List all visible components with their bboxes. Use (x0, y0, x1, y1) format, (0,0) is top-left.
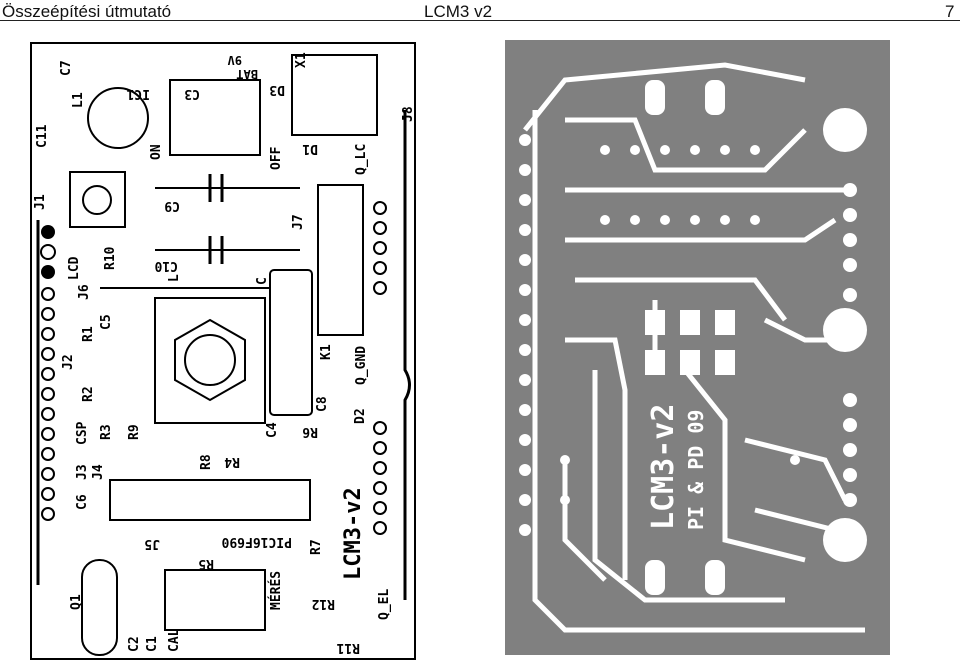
copper-author-line: PI & PD 09 (684, 410, 708, 530)
label-J4: J4 (91, 464, 106, 480)
label-X1: X1 (294, 52, 309, 68)
pot-r10 (69, 171, 126, 228)
label-R1: R1 (81, 326, 96, 342)
label-LCM3-v2: LCM3-v2 (341, 487, 366, 580)
label-LCD: LCD (67, 256, 82, 280)
label-C1: C1 (145, 636, 160, 652)
label-C7: C7 (59, 60, 74, 76)
label-R11: R11 (336, 640, 360, 655)
label-C: C (255, 277, 270, 285)
label-J1: J1 (33, 194, 48, 210)
cal-box (164, 569, 266, 631)
copper-title: LCM3-v2 (646, 404, 681, 530)
label-J6: J6 (77, 284, 92, 300)
label-C9: C9 (164, 198, 180, 213)
label-R7: R7 (309, 539, 324, 555)
small-holes (560, 145, 800, 505)
label-R5: R5 (198, 556, 214, 571)
x1-box (291, 54, 378, 136)
inductor-l1 (87, 87, 149, 149)
label-D1: D1 (302, 141, 318, 156)
page-header: Összeépítési útmutató LCM3 v2 7 (0, 0, 960, 24)
label-CAL: CAL (167, 628, 182, 652)
label-Q_LC: Q_LC (354, 144, 369, 175)
label-J7: J7 (291, 214, 306, 230)
label-R10: R10 (103, 246, 118, 270)
label-9V: 9V (228, 53, 242, 67)
header-subtitle: LCM3 v2 (424, 2, 493, 21)
label-R3: R3 (99, 424, 114, 440)
crystal-q1 (81, 559, 118, 656)
label-IC1: IC1 (126, 86, 150, 101)
header-rule (0, 20, 960, 21)
label-C8: C8 (315, 396, 330, 412)
label-C6: C6 (75, 494, 90, 510)
board-outline (30, 42, 416, 660)
traces (523, 62, 865, 633)
label-J3: J3 (75, 464, 90, 480)
label-Q1: Q1 (69, 594, 84, 610)
cap-c8 (269, 269, 313, 416)
label-BAT: BAT (236, 67, 258, 81)
label-R2: R2 (81, 386, 96, 402)
label-CSP: CSP (75, 421, 90, 445)
pin-header-right (373, 201, 387, 535)
board-background (505, 40, 890, 655)
label-Q_GND: Q_GND (354, 346, 369, 385)
label-J8: J8 (401, 106, 416, 122)
copper-layout-figure: LCM3-v2 PI & PD 09 (505, 40, 890, 655)
label-C3: C3 (184, 86, 200, 101)
ic-pic (109, 479, 311, 521)
label-L1: L1 (71, 92, 86, 108)
relay-k1 (317, 184, 364, 336)
label-R4: R4 (224, 454, 240, 469)
label-Q_EL: Q_EL (377, 589, 392, 620)
label-D3: D3 (269, 82, 285, 97)
coil-l (154, 297, 266, 424)
label-PIC16F690: PIC16F690 (221, 534, 292, 549)
label-OFF: OFF (269, 146, 284, 170)
label-C2: C2 (127, 636, 142, 652)
label-L: L (167, 274, 182, 282)
label-C5: C5 (99, 314, 114, 330)
pin-header-left (36, 220, 56, 585)
header-title: Összeépítési útmutató (2, 2, 172, 21)
label-C10: C10 (154, 258, 178, 273)
label-R6: R6 (302, 424, 318, 439)
label-C11: C11 (35, 124, 50, 148)
label-ON: ON (149, 144, 164, 160)
battery-box (169, 79, 261, 156)
page-number: 7 (945, 2, 955, 21)
label-C4: C4 (265, 422, 280, 438)
label-D2: D2 (353, 408, 368, 424)
label-R12: R12 (312, 596, 335, 611)
label-MERES: MÉRÉS (268, 571, 284, 610)
label-J2: J2 (61, 354, 76, 370)
label-R8: R8 (199, 454, 214, 470)
label-K1: K1 (319, 344, 334, 360)
pads (519, 80, 867, 595)
silkscreen-figure: C7 IC1 C3 9V BAT X1 D3 L1 C11 ON OFF D1 … (30, 42, 416, 660)
edge-rail (403, 110, 411, 600)
label-R9: R9 (127, 424, 142, 440)
label-J5: J5 (144, 536, 160, 551)
